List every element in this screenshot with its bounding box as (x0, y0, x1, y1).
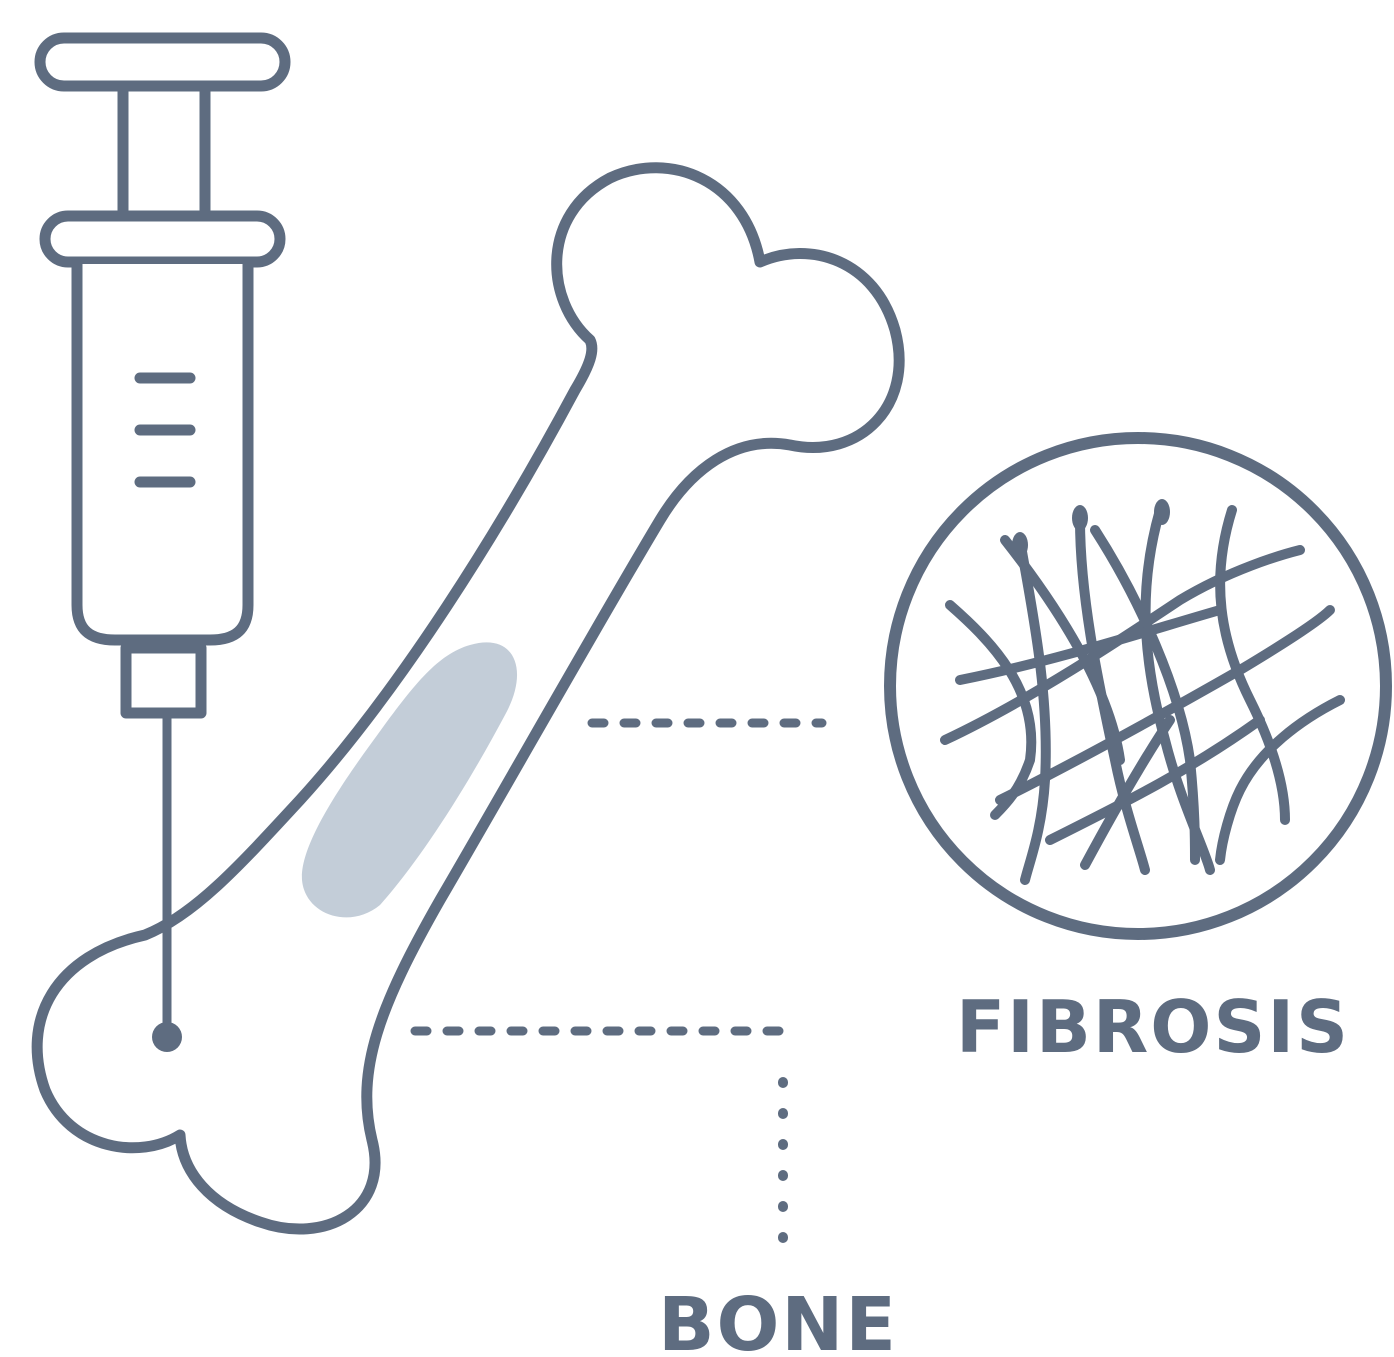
needle-hub (126, 648, 201, 713)
syringe-barrel (77, 264, 248, 640)
fibrosis-label: FIBROSIS (956, 985, 1350, 1069)
bone-label: BONE (658, 1282, 898, 1357)
fiber-mesh-icon (890, 438, 1386, 934)
plunger-handle (40, 38, 285, 86)
barrel-flange (45, 216, 280, 262)
needle-tip (152, 1022, 182, 1052)
